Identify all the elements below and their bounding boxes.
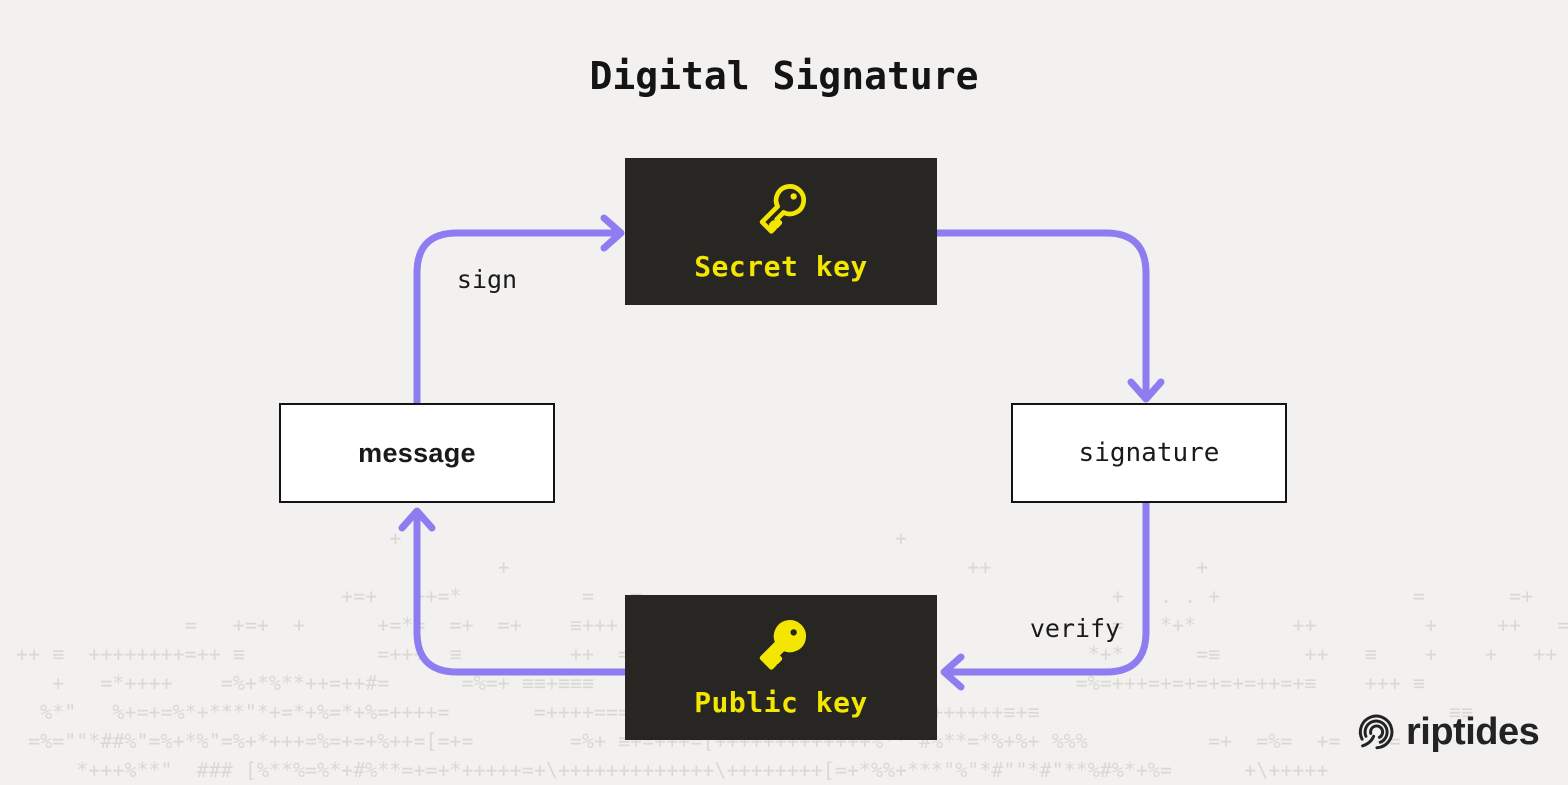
edge-label-sign: sign <box>456 265 518 294</box>
page-title: Digital Signature <box>589 54 979 98</box>
arrowhead-right-icon <box>600 214 625 252</box>
arrowhead-down-icon <box>1127 378 1165 403</box>
node-label-public-key: Public key <box>694 686 868 719</box>
node-label-signature: signature <box>1078 438 1220 468</box>
arrowhead-up-icon <box>398 507 436 532</box>
edge-public-to-message <box>413 516 629 676</box>
arrowhead-left-icon <box>940 653 965 691</box>
node-label-secret-key: Secret key <box>694 250 868 283</box>
edge-label-verify: verify <box>1029 614 1121 643</box>
node-label-message: message <box>358 437 476 468</box>
edge-secret-to-signature <box>933 229 1150 394</box>
key-outline-icon <box>759 184 806 234</box>
node-message: message <box>279 403 555 503</box>
riptides-logo-text: riptides <box>1406 710 1540 753</box>
node-secret-key: Secret key <box>625 158 937 305</box>
riptides-logo: riptides <box>1353 709 1540 755</box>
ascii-wave-background: + + + ++ + +=+ ++=* = = <box>16 526 1568 782</box>
key-solid-icon <box>759 620 806 670</box>
riptides-swirl-icon <box>1358 714 1394 750</box>
edge-signature-to-public <box>948 499 1150 676</box>
node-public-key: Public key <box>625 595 937 740</box>
node-signature: signature <box>1011 403 1287 503</box>
edge-message-to-secret <box>413 229 616 407</box>
